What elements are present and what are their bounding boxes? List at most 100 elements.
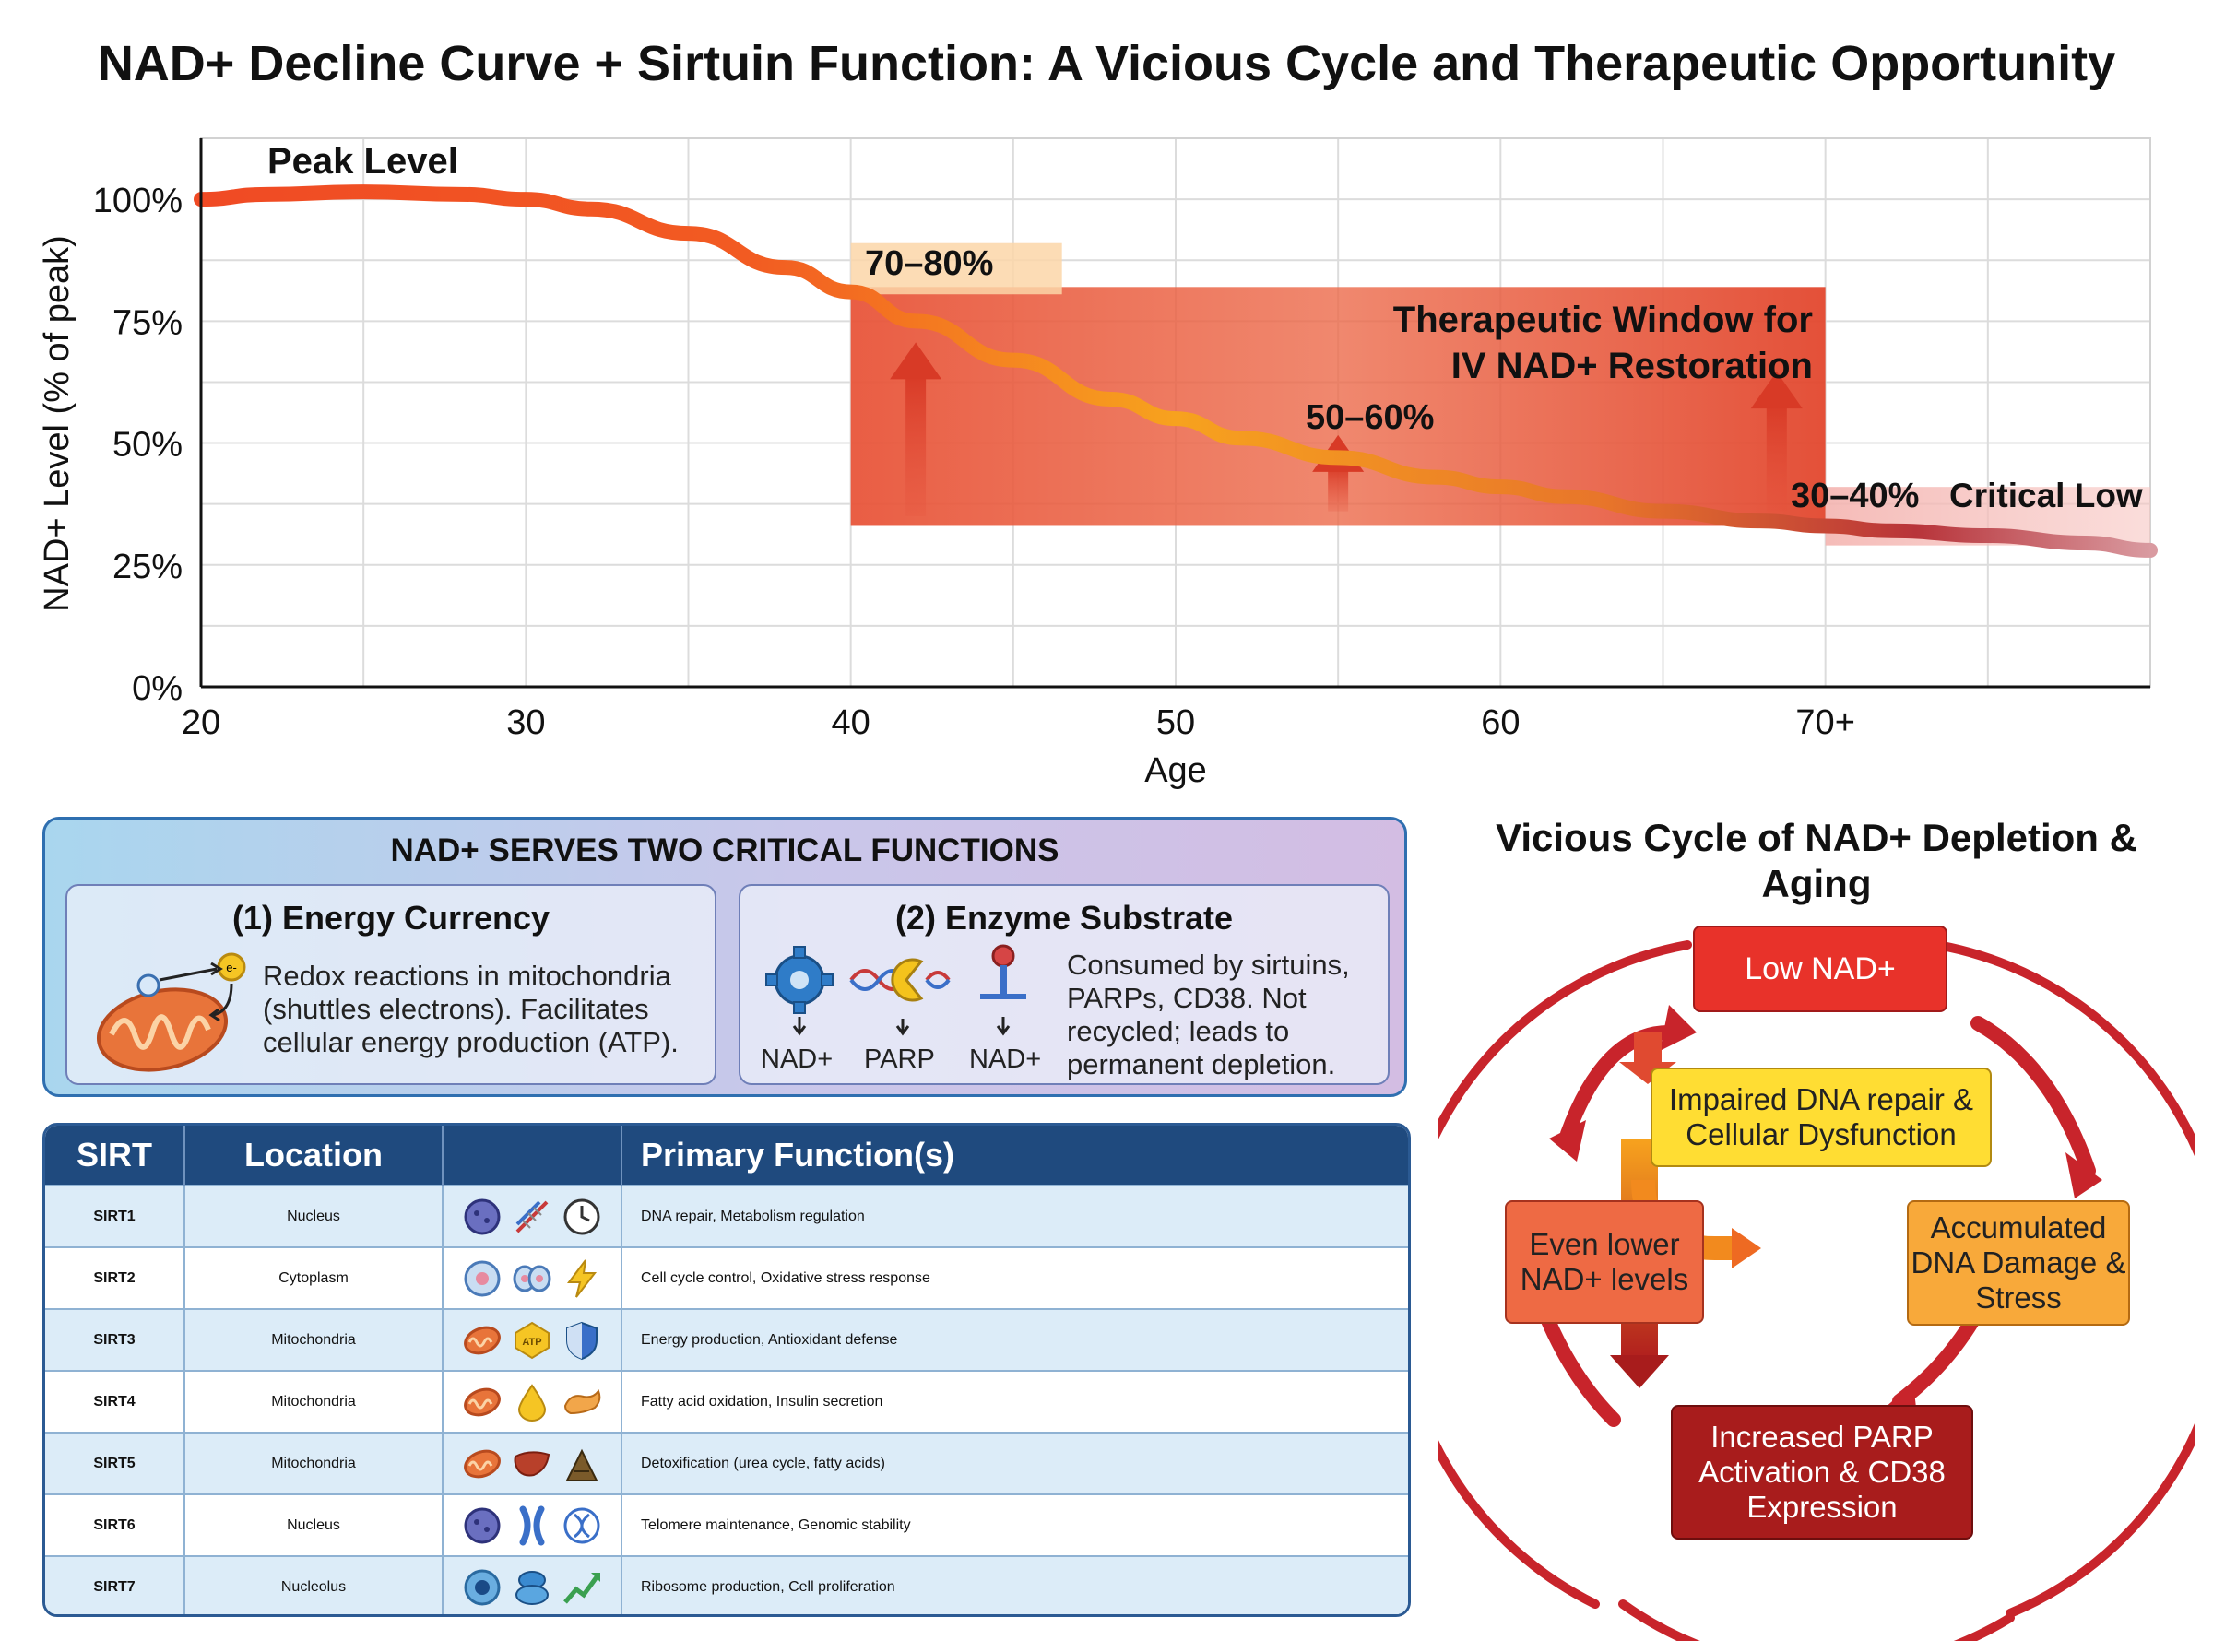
energy-currency-box: (1) Energy Currency e- Redox reactions i… xyxy=(65,884,716,1085)
sirt-name-cell: SIRT5 xyxy=(45,1432,185,1494)
dividing-cell-icon xyxy=(513,1265,551,1292)
x-tick-label: 20 xyxy=(182,703,220,742)
cycle-title: Vicious Cycle of NAD+ Depletion & Aging xyxy=(1496,816,2137,905)
annotation-window-line1: Therapeutic Window for xyxy=(1393,300,1813,340)
annotation-band-3: 30–40% xyxy=(1791,477,1919,515)
shield-icon xyxy=(566,1321,598,1360)
x-tick-label: 50 xyxy=(1156,703,1195,742)
x-tick-label: 70+ xyxy=(1795,703,1854,742)
node-even-lower-nad: Even lower NAD+ levels xyxy=(1505,1200,1704,1324)
atp-icon: ATP xyxy=(515,1321,550,1359)
up-arrow-head xyxy=(1750,372,1803,409)
band1-highlight xyxy=(850,242,1062,295)
sirt-icons-cell: ATP xyxy=(443,1308,622,1371)
sirt-function-cell: Fatty acid oxidation, Insulin secretion xyxy=(621,1370,1408,1433)
sirt-icons-cell xyxy=(443,1493,622,1556)
sirt-location-cell: Nucleus xyxy=(184,1493,444,1556)
sirt-function-cell: Energy production, Antioxidant defense xyxy=(621,1308,1408,1371)
functions-title: NAD+ SERVES TWO CRITICAL FUNCTIONS xyxy=(390,832,1059,868)
table-header-row: SIRT Location Primary Function(s) xyxy=(45,1126,1408,1186)
sirt-function-cell: DNA repair, Metabolism regulation xyxy=(621,1185,1408,1247)
sirt-icons-cell xyxy=(443,1246,622,1309)
waste-icon xyxy=(565,1448,598,1481)
svg-text:ATP: ATP xyxy=(522,1337,541,1348)
enzyme-substrate-box: (2) Enzyme Substrate xyxy=(739,884,1390,1085)
energy-heading: (1) Energy Currency xyxy=(231,899,550,937)
node-accumulated-damage: Accumulated DNA Damage & Stress xyxy=(1907,1200,2130,1326)
nucleolus-icon xyxy=(464,1569,501,1605)
annotation-band-2: 50–60% xyxy=(1306,398,1434,437)
y-tick-label: 75% xyxy=(112,303,183,342)
parp-dna-icon xyxy=(849,958,951,1036)
nad-curve xyxy=(194,184,2158,558)
therapeutic-window xyxy=(850,242,2150,546)
enzyme-heading: (2) Enzyme Substrate xyxy=(894,899,1234,937)
node-low-nad: Low NAD+ xyxy=(1693,926,1947,1012)
sirt-function-cell: Detoxification (urea cycle, fatty acids) xyxy=(621,1432,1408,1494)
sirt-location-cell: Mitochondria xyxy=(184,1308,444,1371)
y-tick-label: 50% xyxy=(112,426,183,465)
sirt-location-cell: Nucleolus xyxy=(184,1555,444,1614)
electron-label: e- xyxy=(226,961,237,974)
mitochondria-icon xyxy=(464,1326,501,1354)
sirt-name-cell: SIRT2 xyxy=(45,1246,185,1309)
x-tick-label: 60 xyxy=(1481,703,1520,742)
page-title: NAD+ Decline Curve + Sirtuin Function: A… xyxy=(97,36,2116,91)
mitochondria-icon xyxy=(464,1449,501,1478)
lightning-icon xyxy=(567,1258,598,1298)
sirt-icons-cell xyxy=(443,1432,622,1494)
functions-panel: NAD+ SERVES TWO CRITICAL FUNCTIONS (1) E… xyxy=(42,817,1407,1097)
y-axis-title: NAD+ Level (% of peak) xyxy=(38,235,77,612)
dna-shield-icon xyxy=(563,1507,600,1543)
header-sirt: SIRT xyxy=(45,1126,185,1186)
annotation-band-1: 70–80% xyxy=(865,244,993,283)
up-arrow-shaft xyxy=(1766,403,1787,512)
up-arrow-head xyxy=(890,342,942,380)
cell-icon xyxy=(464,1260,501,1296)
header-icons xyxy=(443,1126,622,1186)
sirt-location-cell: Mitochondria xyxy=(184,1432,444,1494)
liver-icon xyxy=(514,1450,550,1476)
sirt-function-cell: Telomere maintenance, Genomic stability xyxy=(621,1493,1408,1556)
sirt-location-cell: Cytoplasm xyxy=(184,1246,444,1309)
x-axis-title: Age xyxy=(1144,751,1207,790)
sirt-name-cell: SIRT6 xyxy=(45,1493,185,1556)
sirt-name-cell: SIRT1 xyxy=(45,1185,185,1247)
drop-icon xyxy=(517,1383,547,1422)
sirt-name-cell: SIRT3 xyxy=(45,1308,185,1371)
node-impaired-dna-repair: Impaired DNA repair & Cellular Dysfuncti… xyxy=(1651,1068,1992,1167)
mitochondria-icon xyxy=(464,1387,501,1416)
enzyme-icon-label-1: NAD+ xyxy=(761,1044,834,1074)
cycle-ring xyxy=(1438,936,2195,1641)
sirt-name-cell: SIRT4 xyxy=(45,1370,185,1433)
chromosome-icon xyxy=(519,1505,545,1545)
sirt-icons-cell xyxy=(443,1185,622,1247)
enzyme-description: Consumed by sirtuins, PARPs, CD38. Not r… xyxy=(1067,949,1350,1080)
annotation-critical-low: Critical Low xyxy=(1949,477,2143,514)
sirt-function-cell: Ribosome production, Cell proliferation xyxy=(621,1555,1408,1614)
up-arrow-shaft xyxy=(905,373,927,516)
energy-description: Redox reactions in mitochondria (shuttle… xyxy=(263,960,679,1058)
node-increased-parp: Increased PARP Activation & CD38 Express… xyxy=(1671,1405,1973,1540)
up-arrow-shaft xyxy=(1328,466,1349,512)
ribosome-icon xyxy=(515,1570,549,1605)
y-tick-label: 0% xyxy=(132,669,183,708)
x-tick-label: 40 xyxy=(832,703,870,742)
enzyme-icon-label-2: PARP xyxy=(864,1044,935,1074)
y-tick-label: 100% xyxy=(93,182,183,220)
sirt-icons-cell xyxy=(443,1555,622,1614)
clock-icon xyxy=(563,1198,600,1234)
growth-icon xyxy=(563,1572,601,1604)
cd38-receptor-icon xyxy=(980,944,1026,1036)
pancreas-icon xyxy=(563,1388,601,1414)
